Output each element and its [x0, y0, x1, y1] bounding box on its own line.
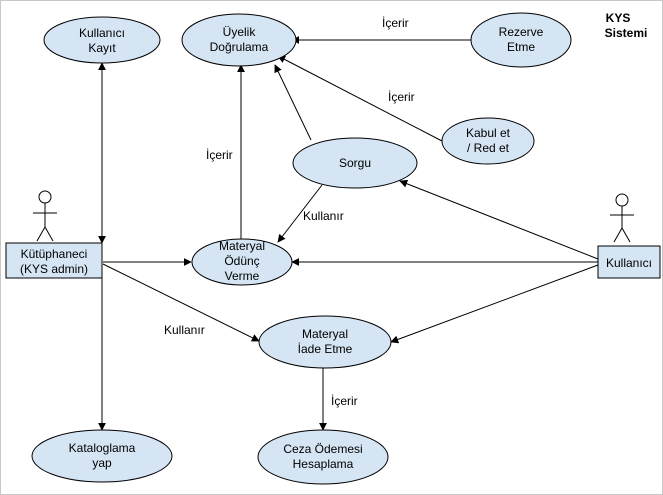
edge-sorgu-uyelik — [274, 64, 312, 141]
use-case-kataloglama: Kataloglama yap — [31, 429, 173, 483]
title-line-2: Sistemi — [605, 26, 648, 40]
edge-kutuphaneci-iade — [102, 263, 260, 342]
kullanici-kayit-line-1: Kullanıcı — [79, 26, 125, 40]
stick-figure-icon — [610, 193, 634, 243]
kataloglama-line-2: yap — [92, 456, 112, 470]
uyelik-dogrulama-line-1: Üyelik — [223, 25, 257, 39]
edge-sorgu-odunc — [277, 184, 323, 243]
sorgu-line-1: Sorgu — [339, 156, 371, 170]
materyal-iade-line-1: Materyal — [302, 327, 348, 341]
label-odunc-icerir: İçerir — [206, 148, 233, 162]
use-case-materyal-iade: Materyal İade Etme — [258, 315, 392, 369]
use-case-rezerve-etme: Rezerve Etme — [470, 12, 572, 68]
rezerve-etme-line-2: Etme — [507, 40, 535, 54]
kabul-red-line-1: Kabul et — [466, 126, 511, 140]
edge-kullanici-sorgu — [399, 179, 599, 260]
kabul-red-line-2: / Red et — [467, 141, 510, 155]
use-case-kabul-red: Kabul et / Red et — [441, 117, 535, 165]
use-case-ceza-odemesi: Ceza Ödemesi Hesaplama — [257, 429, 389, 485]
materyal-iade-line-2: İade Etme — [298, 342, 353, 356]
kutuphaneci-line-2: (KYS admin) — [20, 262, 88, 276]
actor-kutuphaneci: Kütüphaneci (KYS admin) — [5, 190, 103, 279]
use-case-kullanici-kayit: Kullanıcı Kayıt — [43, 16, 161, 64]
kullanici-kayit-line-2: Kayıt — [88, 41, 116, 55]
stick-figure-icon — [33, 190, 57, 242]
kutuphaneci-line-1: Kütüphaneci — [21, 247, 88, 261]
edges — [98, 36, 599, 431]
relation-labels: İçerir İçerir İçerir Kullanır Kullanır İ… — [164, 16, 415, 408]
ceza-odemesi-line-1: Ceza Ödemesi — [283, 442, 362, 456]
edge-kullanici-iade — [390, 264, 599, 344]
materyal-odunc-line-3: Verme — [225, 269, 260, 283]
kataloglama-line-1: Kataloglama — [69, 441, 136, 455]
use-case-uyelik-dogrulama: Üyelik Doğrulama — [181, 13, 297, 67]
edge-kabul-uyelik — [277, 55, 443, 142]
use-case-sorgu: Sorgu — [292, 137, 418, 189]
rezerve-etme-line-1: Rezerve — [499, 25, 544, 39]
ceza-odemesi-line-2: Hesaplama — [293, 457, 354, 471]
label-kabul-icerir: İçerir — [388, 90, 415, 104]
label-sorgu-kullanir: Kullanır — [303, 209, 344, 223]
label-iade-icerir: İçerir — [331, 394, 358, 408]
materyal-odunc-line-2: Ödünç — [224, 254, 259, 268]
kullanici-actor-label: Kullanıcı — [606, 256, 652, 270]
actor-kullanici: Kullanıcı — [597, 193, 661, 279]
use-case-materyal-odunc: Materyal Ödünç Verme — [191, 238, 293, 286]
label-rezerve-icerir: İçerir — [382, 16, 409, 30]
uyelik-dogrulama-line-2: Doğrulama — [210, 40, 269, 54]
label-kutuphaneci-kullanir: Kullanır — [164, 323, 205, 337]
title-line-1: KYS — [606, 11, 631, 25]
diagram-title: KYS Sistemi — [605, 11, 648, 40]
materyal-odunc-line-1: Materyal — [219, 239, 265, 253]
